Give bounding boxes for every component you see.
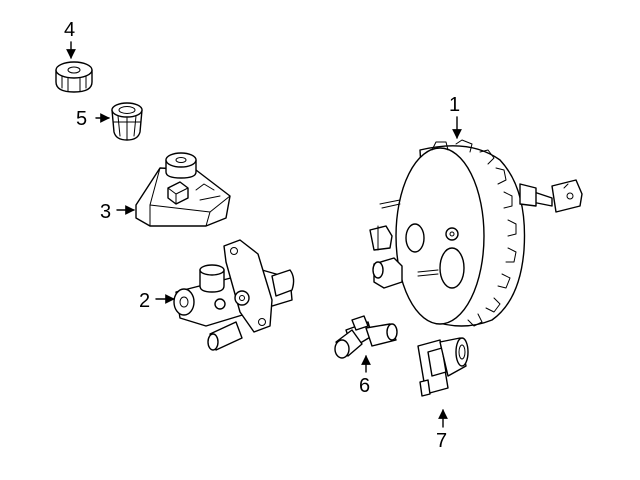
- reservoir-cap-part[interactable]: [55, 61, 93, 93]
- filter-part[interactable]: [111, 102, 143, 141]
- callout-2-label: 2: [139, 290, 150, 312]
- fluid-reservoir-part[interactable]: [135, 152, 231, 227]
- callout-5-label: 5: [76, 108, 87, 130]
- master-cylinder-part[interactable]: [173, 239, 295, 351]
- callout-7-label: 7: [436, 430, 447, 452]
- callout-1-label: 1: [449, 94, 460, 116]
- callout-6-label: 6: [359, 375, 370, 397]
- brake-booster-part[interactable]: [369, 139, 583, 327]
- callout-4-label: 4: [64, 19, 75, 41]
- sensor-part[interactable]: [334, 315, 398, 359]
- vacuum-sensor-part[interactable]: [417, 337, 469, 397]
- callout-3-label: 3: [100, 201, 111, 223]
